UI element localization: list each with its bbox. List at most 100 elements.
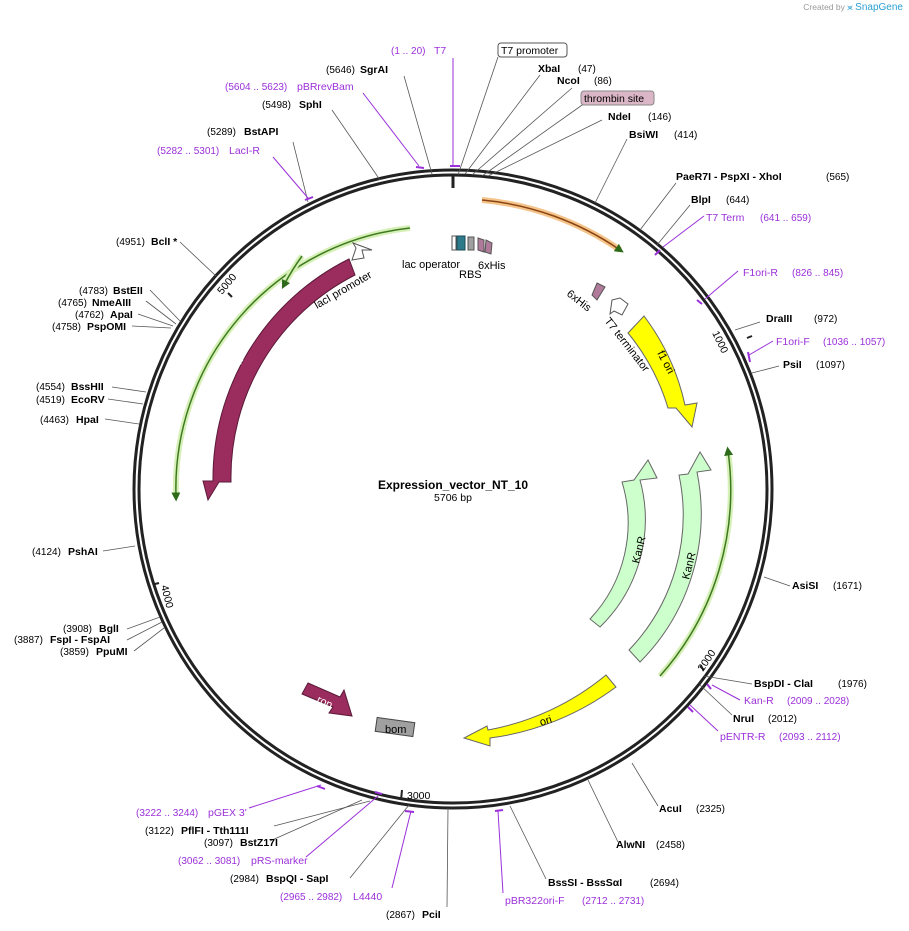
svg-text:(2694): (2694): [650, 878, 679, 889]
svg-text:BlpI: BlpI: [691, 194, 711, 206]
enzyme-bsteii[interactable]: (4783)BstEII: [79, 285, 143, 297]
primer-l4440[interactable]: (2965 .. 2982)L4440: [280, 891, 382, 903]
his-inner-label: 6xHis: [564, 288, 593, 315]
laci-feature: [202, 258, 356, 502]
svg-text:(5282 .. 5301): (5282 .. 5301): [157, 146, 219, 157]
enzyme-bcli[interactable]: (4951)BclI *: [116, 236, 178, 248]
enzyme-pshai[interactable]: (4124)PshAI: [32, 546, 98, 558]
t7-promoter-box[interactable]: T7 promoter: [497, 42, 568, 58]
enzyme-acui[interactable]: AcuI(2325): [659, 803, 725, 815]
enzyme-bsshii[interactable]: (4554) BssHII: [36, 381, 104, 393]
svg-text:PsiI: PsiI: [783, 359, 802, 371]
svg-text:(5498): (5498): [262, 100, 291, 111]
enzyme-sphi[interactable]: (5498)SphI: [262, 99, 322, 111]
svg-text:XbaI: XbaI: [538, 63, 560, 75]
svg-text:(5289): (5289): [207, 127, 236, 138]
svg-text:(4519): (4519): [36, 395, 65, 406]
enzyme-paer7i[interactable]: PaeR7I - PspXI - XhoI(565): [676, 171, 849, 183]
svg-text:pENTR-R: pENTR-R: [720, 731, 766, 743]
enzyme-alwni[interactable]: AlwNI(2458): [616, 839, 685, 851]
enzyme-blpi[interactable]: BlpI(644): [691, 194, 749, 206]
svg-text:(641 .. 659): (641 .. 659): [760, 213, 811, 224]
primer-pbr322ori-f[interactable]: pBR322ori-F(2712 .. 2731): [505, 895, 644, 907]
svg-text:(1036 .. 1057): (1036 .. 1057): [823, 337, 885, 348]
primer-prs-marker[interactable]: (3062 .. 3081)pRS-marker: [178, 855, 308, 867]
kanr-b-feature: [628, 451, 712, 663]
svg-text:LacI-R: LacI-R: [229, 145, 260, 157]
svg-text:Kan-R: Kan-R: [744, 695, 774, 707]
rop-feature: [301, 682, 353, 717]
enzyme-bsssi[interactable]: BssSI - BssSαI(2694): [548, 877, 679, 889]
svg-text:ApaI: ApaI: [110, 309, 133, 321]
ori-label: ori: [538, 714, 553, 729]
svg-text:AsiSI: AsiSI: [792, 580, 818, 592]
credit-brand: SnapGene: [855, 2, 903, 13]
enzyme-xbai[interactable]: XbaI(47): [538, 63, 596, 75]
primer-laci-r[interactable]: (5282 .. 5301) LacI-R: [157, 145, 260, 157]
svg-text:(2965 .. 2982): (2965 .. 2982): [280, 892, 342, 903]
enzyme-draiii[interactable]: DraIII(972): [766, 313, 837, 325]
svg-text:(2712 .. 2731): (2712 .. 2731): [582, 896, 644, 907]
rbs-feature: [467, 236, 475, 251]
enzyme-bspqi[interactable]: (2984)BspQI - SapI: [230, 873, 329, 885]
primer-pentr-r[interactable]: pENTR-R(2093 .. 2112): [720, 731, 841, 743]
svg-text:NmeAIII: NmeAIII: [92, 297, 131, 309]
primer-t7[interactable]: (1 .. 20) T7: [391, 45, 446, 57]
svg-text:(2009 .. 2028): (2009 .. 2028): [787, 696, 849, 707]
enzyme-bsiwi[interactable]: BsiWI(414): [629, 129, 697, 141]
enzyme-fspi[interactable]: (3887) FspI - FspAI: [14, 634, 110, 646]
svg-text:T7: T7: [434, 45, 446, 57]
svg-text:F1ori-R: F1ori-R: [743, 267, 778, 279]
enzyme-bgli[interactable]: (3908)BglI: [63, 623, 119, 635]
primer-f1ori-r[interactable]: F1ori-R(826 .. 845): [743, 267, 843, 279]
svg-text:BssHII: BssHII: [71, 381, 104, 393]
enzyme-apai[interactable]: (4762)ApaI: [75, 309, 133, 321]
thrombin-site-box[interactable]: thrombin site: [580, 90, 655, 106]
enzyme-nmeaiii[interactable]: (4765)NmeAIII: [58, 297, 131, 309]
svg-text:(1671): (1671): [833, 581, 862, 592]
lac-operator-feature: [451, 235, 457, 251]
enzyme-ecorv[interactable]: (4519) EcoRV: [36, 394, 105, 406]
enzyme-asisi[interactable]: AsiSI (1671): [792, 580, 862, 592]
svg-text:(4783): (4783): [79, 286, 108, 297]
svg-text:FspI - FspAI: FspI - FspAI: [50, 634, 110, 646]
leader-lines: [102, 56, 791, 908]
svg-text:NcoI: NcoI: [557, 75, 580, 87]
primer-pbrrevbam[interactable]: (5604 .. 5623)pBRrevBam: [225, 81, 354, 93]
primer-pgex3[interactable]: (3222 .. 3244)pGEX 3': [136, 807, 247, 819]
svg-text:BspDI - ClaI: BspDI - ClaI: [754, 678, 813, 690]
svg-text:(4554): (4554): [36, 382, 65, 393]
enzyme-hpai[interactable]: (4463)HpaI: [40, 414, 99, 426]
orf-top-orange: [481, 197, 622, 253]
primer-f1ori-f[interactable]: F1ori-F(1036 .. 1057): [776, 336, 885, 348]
enzyme-ppumi[interactable]: (3859)PpuMI: [60, 646, 128, 658]
primer-kan-r[interactable]: Kan-R (2009 .. 2028): [744, 695, 849, 707]
enzyme-psii[interactable]: PsiI(1097): [783, 359, 845, 371]
laci-promoter-feature: [351, 242, 373, 261]
svg-text:(5646): (5646): [326, 65, 355, 76]
enzyme-ndei[interactable]: NdeI(146): [608, 111, 671, 123]
enzyme-pcii[interactable]: (2867)PciI: [386, 909, 441, 921]
enzyme-pflfi[interactable]: (3122)PflFI - Tth111I: [145, 825, 249, 837]
svg-text:(86): (86): [594, 76, 612, 87]
bom-feature: [374, 716, 416, 738]
enzyme-bstapi[interactable]: (5289)BstAPI: [207, 126, 279, 138]
svg-text:T7 Term: T7 Term: [706, 212, 745, 224]
lac-operator-label: lac operator: [402, 259, 460, 271]
svg-text:EcoRV: EcoRV: [71, 394, 105, 406]
svg-text:(2012): (2012): [768, 714, 797, 725]
enzyme-nrui[interactable]: NruI(2012): [733, 713, 797, 725]
bom-label: bom: [385, 724, 406, 736]
svg-text:(1 .. 20): (1 .. 20): [391, 46, 425, 57]
svg-text:(3887): (3887): [14, 635, 43, 646]
enzyme-sgrai[interactable]: (5646)SgrAI: [326, 64, 388, 76]
snapgene-credit: Created by ⪤ SnapGene: [803, 2, 903, 13]
enzyme-bspdi[interactable]: BspDI - ClaI(1976): [754, 678, 867, 690]
enzyme-pspomi[interactable]: (4758)PspOMI: [52, 321, 126, 333]
enzyme-ncoi[interactable]: NcoI (86): [557, 75, 612, 87]
enzyme-bstz17i[interactable]: (3097)BstZ17I: [204, 837, 278, 849]
rbs-label: RBS: [459, 269, 482, 281]
svg-text:DraIII: DraIII: [766, 313, 792, 325]
primer-t7-term[interactable]: T7 Term (641 .. 659): [706, 212, 811, 224]
orf-left-green-1-core: [171, 227, 411, 502]
